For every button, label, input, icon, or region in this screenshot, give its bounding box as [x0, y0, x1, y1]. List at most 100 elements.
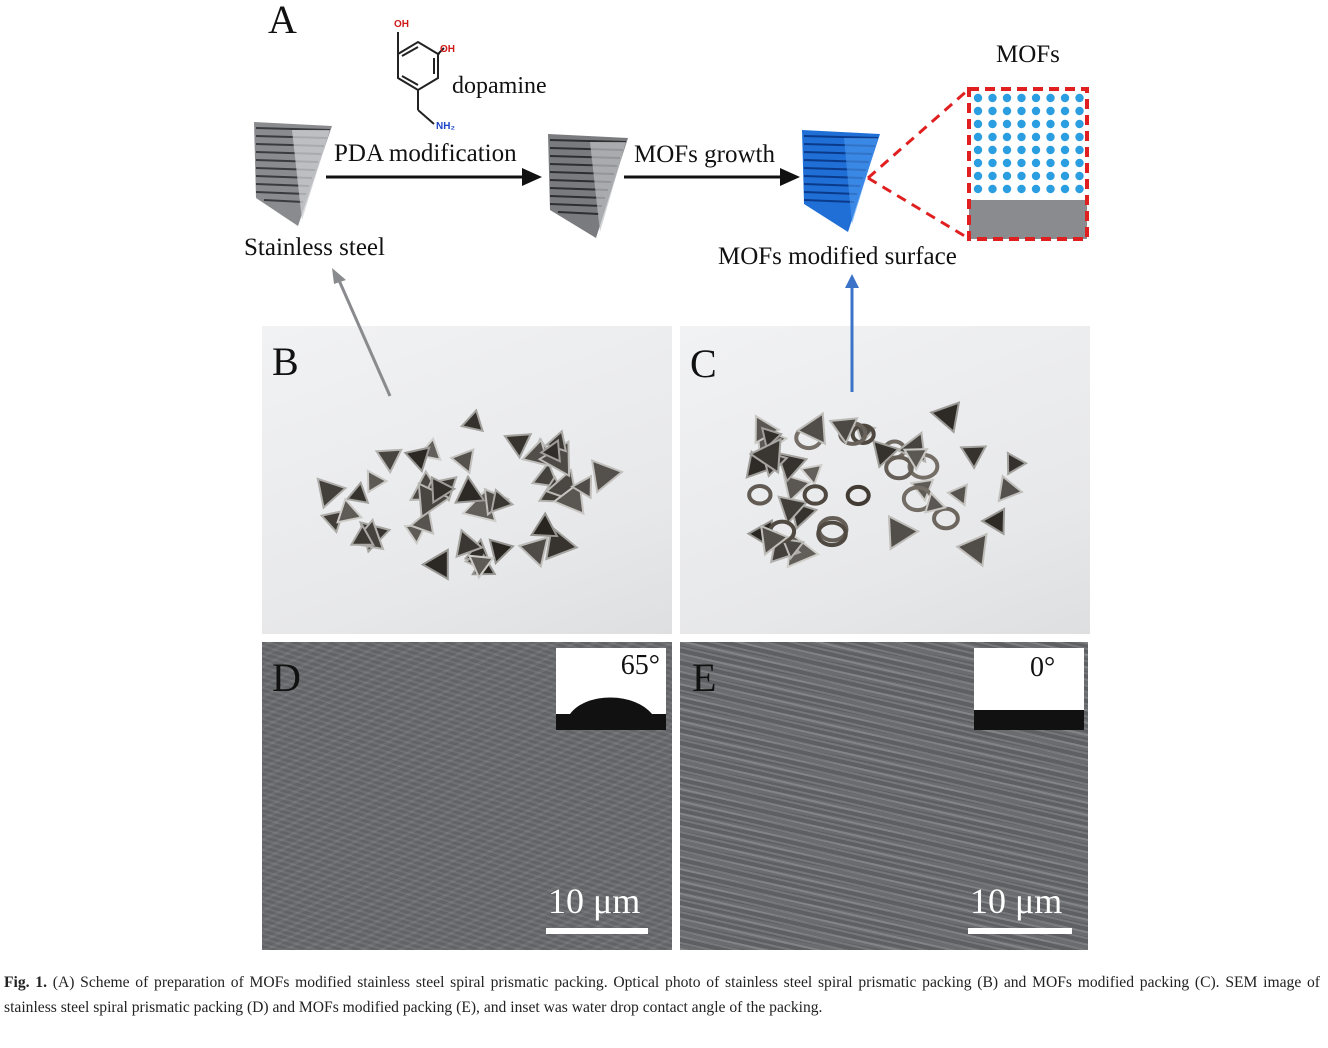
mof-crystal-dot	[1060, 158, 1070, 168]
contact-angle-value-e: 0°	[1030, 652, 1056, 683]
contact-angle-inset-e: 0°	[974, 648, 1084, 730]
packing-piece	[420, 548, 449, 581]
caption-text: (A) Scheme of preparation of MOFs modifi…	[4, 974, 1320, 1016]
mof-crystal-dot	[1031, 93, 1041, 103]
mof-crystal-dot	[1046, 158, 1055, 168]
mof-crystal-dot	[1017, 106, 1026, 116]
packing-piece	[747, 484, 773, 506]
mof-packing-photo	[745, 401, 1028, 569]
packing-piece	[959, 445, 988, 470]
packing-piece	[349, 523, 376, 546]
scale-bar-d	[546, 928, 648, 934]
stainless-steel-label: Stainless steel	[244, 234, 385, 261]
mof-crystal-dot	[988, 93, 997, 103]
packing-piece	[782, 473, 812, 504]
mof-crystal-dot	[1075, 171, 1084, 181]
mof-crystal-dot	[1060, 93, 1070, 103]
mof-crystal-dot	[973, 132, 983, 142]
packing-piece	[449, 448, 475, 475]
packing-piece	[539, 438, 561, 463]
packing-piece	[781, 537, 806, 561]
packing-piece	[403, 446, 431, 474]
pda-modification-label: PDA modification	[334, 140, 517, 167]
packing-piece	[529, 511, 559, 538]
packing-piece	[1006, 451, 1028, 476]
panel-label-d: D	[272, 655, 301, 700]
packing-piece	[799, 463, 823, 487]
packing-piece	[488, 538, 515, 566]
pointer-line-b	[332, 268, 392, 397]
mof-crystal-dot	[1002, 132, 1012, 142]
packing-piece	[887, 514, 921, 551]
packing-piece	[932, 506, 960, 531]
mof-crystal-dot	[1046, 171, 1055, 181]
steel-prism-icon	[254, 122, 332, 226]
scale-bar-e	[968, 928, 1072, 934]
packing-piece	[980, 507, 1006, 536]
hydroxyl-1-label: OH	[394, 19, 409, 30]
packing-piece	[748, 437, 782, 475]
packing-piece	[802, 484, 828, 506]
mof-crystal-dot	[1046, 119, 1055, 129]
mof-crystal-dot	[1002, 119, 1012, 129]
mof-prism-icon	[802, 130, 880, 232]
mofs-modified-surface-label: MOFs modified surface	[718, 243, 957, 270]
packing-piece	[929, 401, 961, 434]
mof-crystal-dot	[1002, 184, 1012, 194]
figure-caption: Fig. 1. (A) Scheme of preparation of MOF…	[4, 970, 1320, 1020]
mof-crystal-dot	[1002, 171, 1012, 181]
packing-piece	[816, 520, 848, 548]
mof-crystal-dot	[973, 119, 983, 129]
mof-crystal-dot	[1017, 119, 1026, 129]
packing-piece	[884, 455, 914, 481]
mof-crystal-dot	[973, 184, 983, 194]
panel-label-e: E	[692, 655, 717, 700]
mof-crystal-dot	[988, 132, 997, 142]
hydroxyl-2-label: OH	[440, 44, 455, 55]
pda-prism-icon	[548, 134, 628, 238]
mof-crystal-dot	[1075, 106, 1084, 116]
packing-piece	[374, 448, 403, 475]
dopamine-label: dopamine	[452, 73, 547, 99]
mof-crystal-dot	[1031, 132, 1041, 142]
mof-crystal-dot	[988, 158, 997, 168]
mof-crystal-dot	[988, 184, 997, 194]
packing-piece	[795, 411, 827, 446]
packing-piece	[408, 508, 435, 536]
mof-crystal-dot	[1031, 184, 1041, 194]
mof-crystal-dot	[973, 171, 983, 181]
mof-crystal-dot	[1060, 132, 1070, 142]
contact-angle-inset-d: 65°	[556, 648, 666, 730]
packing-piece	[828, 417, 859, 446]
panel-label-b: B	[272, 339, 299, 384]
dopamine-structure: OH OH NH₂	[394, 19, 455, 132]
packing-piece	[455, 528, 484, 559]
mof-crystal-dot	[1031, 171, 1041, 181]
packing-piece	[997, 474, 1024, 503]
packing-piece	[759, 524, 790, 557]
packing-piece	[590, 459, 624, 494]
mof-crystal-dot	[1002, 93, 1012, 103]
mof-crystal-dot	[1060, 119, 1070, 129]
mof-crystal-dot	[973, 106, 983, 116]
packing-piece	[569, 474, 593, 500]
packing-piece	[946, 483, 968, 507]
packing-piece	[454, 474, 486, 504]
mof-crystal-dot	[1017, 93, 1026, 103]
scale-label-e: 10 μm	[970, 881, 1063, 921]
mof-crystal-dot	[1075, 119, 1084, 129]
mof-crystal-dot	[1046, 132, 1055, 142]
mof-crystal-dot	[1017, 145, 1026, 155]
mofs-growth-label: MOFs growth	[634, 141, 775, 168]
mof-crystal-dot	[1002, 106, 1012, 116]
mof-crystal-dot	[1075, 132, 1084, 142]
mof-crystal-dot	[988, 171, 997, 181]
packing-piece	[872, 439, 901, 469]
mof-crystal-dot	[1075, 158, 1084, 168]
arrow-pda-step	[326, 168, 542, 186]
mof-crystal-dot	[1002, 158, 1012, 168]
steel-packing-photo	[316, 408, 624, 581]
mof-crystal-dot	[1031, 158, 1041, 168]
mof-crystal-dot	[1017, 132, 1026, 142]
mof-crystal-dot	[1075, 145, 1084, 155]
